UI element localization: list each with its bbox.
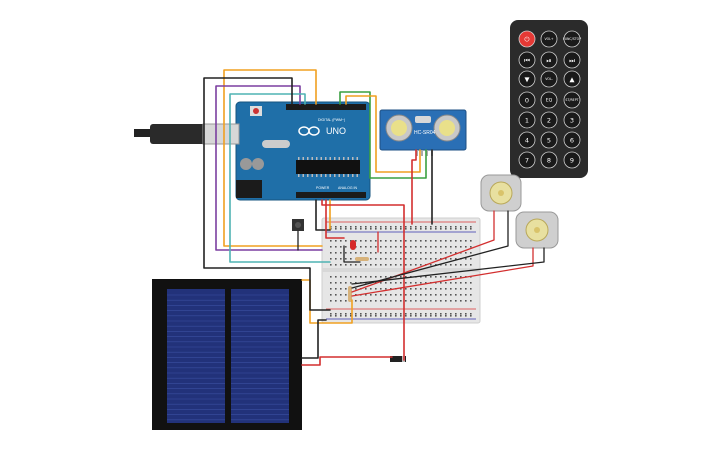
remote-button[interactable]: ST/REPT (563, 91, 581, 109)
ir-remote: ⏻ VOL+ FUNC/STOP ⏮ ⏯ ⏭ ▼ VOL- ▲ 0 EQ ST/REPT 1 2 3 4 5 6 7… (510, 20, 588, 178)
dc-motor-2 (515, 211, 559, 249)
wire-red-board (325, 199, 345, 239)
remote-button-label: EQ (546, 98, 553, 104)
power-header-label: POWER (316, 186, 330, 190)
remote-button-label: 0 (525, 96, 529, 104)
solar-cell-lines (167, 294, 289, 421)
remote-button-label: ▲ (570, 75, 575, 83)
remote-button[interactable]: 9 (563, 151, 581, 169)
remote-button[interactable]: ▲ (563, 70, 581, 88)
chip-pins (298, 157, 358, 177)
wires (203, 69, 545, 366)
wire-motor2-red (351, 247, 534, 297)
board-brand-label: UNO (326, 126, 346, 136)
remote-button[interactable]: 6 (563, 131, 581, 149)
wire-solar-red (301, 356, 393, 366)
remote-button[interactable]: 0 (518, 91, 536, 109)
remote-button[interactable]: FUNC/STOP (563, 30, 581, 48)
wire-black-jumper (343, 245, 361, 263)
remote-button-label: VOL- (545, 77, 553, 81)
solar-panel (152, 279, 302, 430)
remote-button-label: ▼ (525, 75, 530, 83)
remote-button[interactable]: 3 (563, 111, 581, 129)
remote-button[interactable]: 5 (540, 131, 558, 149)
remote-button-label: FUNC/STOP (563, 37, 581, 41)
remote-button-label: ⏻ (524, 35, 529, 43)
wire-teal (229, 93, 331, 263)
arduino-logo-icon (298, 126, 320, 136)
wire-solar-black (301, 319, 327, 359)
remote-button-label: VOL+ (544, 37, 553, 41)
remote-button[interactable]: 2 (540, 111, 558, 129)
remote-button[interactable]: 8 (540, 151, 558, 169)
ultrasonic-pins (416, 150, 433, 156)
wire-purple (215, 85, 323, 251)
remote-button-label: 5 (547, 136, 551, 144)
remote-button-label: 2 (547, 116, 551, 124)
remote-button[interactable]: 7 (518, 151, 536, 169)
ultrasonic-sensor: HC-SR04 (379, 109, 467, 156)
remote-button[interactable]: ⏮ (518, 51, 536, 69)
pushbutton (292, 219, 304, 231)
remote-button[interactable]: EQ (540, 91, 558, 109)
remote-button-label: 8 (547, 156, 551, 164)
remote-button-label: 4 (525, 136, 529, 144)
remote-button[interactable]: 1 (518, 111, 536, 129)
remote-button-label: 6 (570, 136, 574, 144)
remote-button-label: ST/REPT (565, 98, 578, 102)
remote-button-label: 7 (525, 156, 529, 164)
wire-orange-1 (223, 69, 323, 247)
dc-motor-1 (480, 174, 522, 212)
digital-header-label: DIGITAL (PWM~) (318, 118, 345, 122)
remote-button-label: ⏭ (569, 56, 575, 64)
remote-button-label: 9 (570, 156, 574, 164)
remote-button-grid: ⏻ VOL+ FUNC/STOP ⏮ ⏯ ⏭ ▼ VOL- ▲ 0 EQ ST/REPT 1 2 3 4 5 6 7… (518, 30, 581, 169)
wire-motor1-black (351, 210, 509, 289)
analog-header-label: ANALOG IN (338, 186, 358, 190)
red-led (350, 240, 356, 250)
remote-button[interactable]: VOL+ (540, 30, 558, 48)
wire-green (339, 91, 427, 179)
resistor-1 (355, 257, 369, 261)
wire-red-power (321, 199, 405, 361)
remote-button-label: ⏮ (524, 56, 530, 64)
remote-button[interactable]: ⏭ (563, 51, 581, 69)
resistor-2 (348, 286, 352, 302)
wire-motor2-black (351, 247, 545, 285)
remote-button[interactable]: 4 (518, 131, 536, 149)
remote-button[interactable]: ⏻ (518, 30, 536, 48)
remote-button-label: 3 (570, 116, 574, 124)
remote-button-label: ⏯ (546, 56, 551, 64)
remote-button[interactable]: ▼ (518, 70, 536, 88)
breadboard (321, 217, 481, 324)
remote-button[interactable]: VOL- (540, 70, 558, 88)
wire-black-left (203, 77, 331, 311)
wire-orange-3 (345, 95, 421, 173)
wire-red-ultrasonic (411, 149, 417, 225)
remote-button-label: 1 (525, 116, 529, 124)
arduino-uno-board: UNO DIGITAL (PWM~) POWER ANALOG IN (134, 101, 371, 201)
ultrasonic-label: HC-SR04 (414, 130, 436, 136)
remote-button[interactable]: ⏯ (540, 51, 558, 69)
